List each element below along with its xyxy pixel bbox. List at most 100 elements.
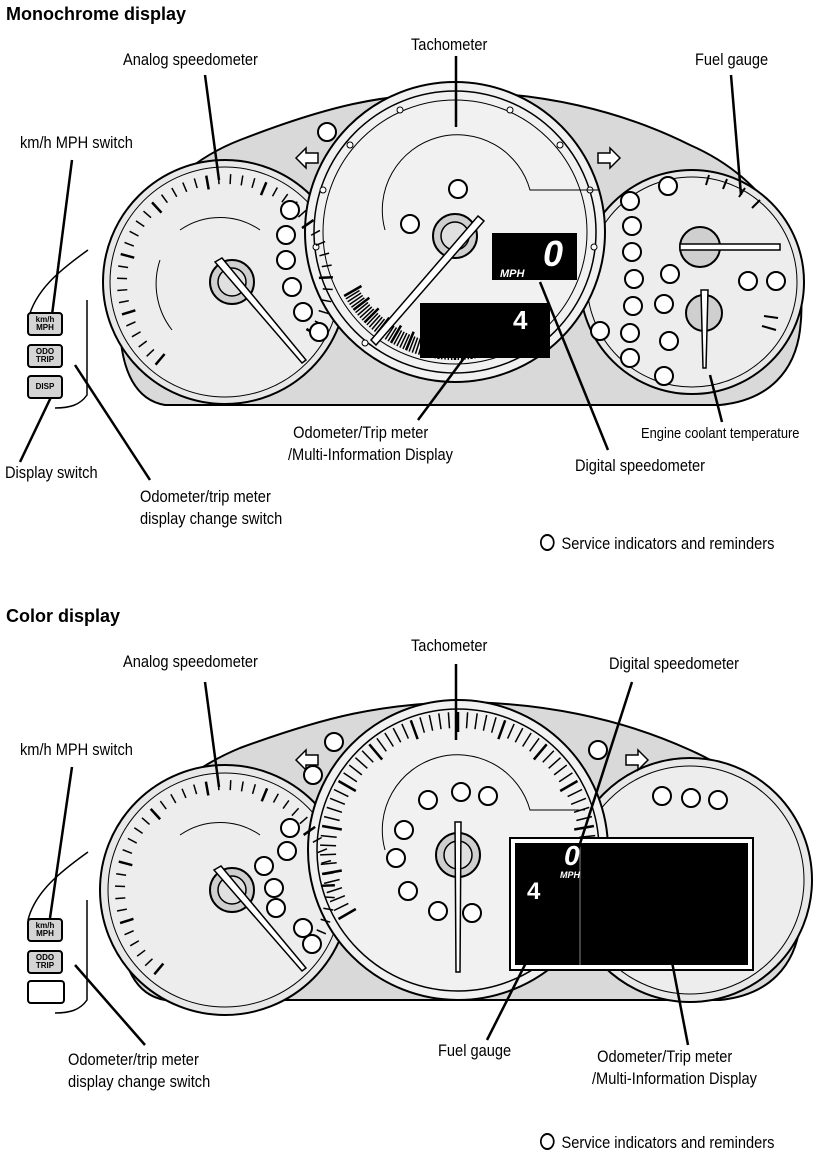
gauge-tick	[310, 229, 321, 236]
service-indicator	[280, 818, 300, 838]
gauge-tick	[497, 719, 507, 740]
odo-trip-switch-button[interactable]: ODO TRIP	[27, 344, 63, 368]
color-kmh-mph-switch-button[interactable]: km/h MPH	[27, 918, 63, 942]
service-indicator	[266, 898, 286, 918]
gauge-tick	[558, 772, 573, 783]
mono-label-display-switch: Display switch	[5, 463, 98, 482]
gauge-tick	[352, 296, 371, 311]
gauge-tick	[414, 338, 422, 354]
gauge-tick	[532, 743, 548, 761]
kmh-mph-switch-button[interactable]: km/h MPH	[27, 312, 63, 336]
service-indicator	[264, 878, 284, 898]
color-speedo-ticks	[115, 780, 335, 976]
service-indicator	[386, 848, 406, 868]
gauge-tick	[428, 714, 434, 731]
service-indicator	[276, 225, 296, 245]
gauge-tick	[354, 757, 368, 769]
color-label-tachometer: Tachometer	[411, 636, 488, 655]
color-blank-switch-button[interactable]	[27, 980, 65, 1004]
gauge-tick	[171, 187, 178, 198]
service-indicator	[302, 934, 322, 954]
gauge-tick	[124, 241, 135, 247]
gauge-tick	[259, 181, 268, 196]
service-indicator	[293, 302, 313, 322]
service-indicator	[623, 296, 643, 316]
gauge-tick	[131, 331, 141, 338]
gauge-tick	[399, 332, 408, 348]
service-indicator	[428, 901, 448, 921]
service-indicator	[588, 740, 608, 760]
gauge-tick	[301, 219, 315, 230]
gauge-tick	[154, 353, 166, 366]
gauge-tick	[323, 907, 334, 911]
indicator-circle-icon	[540, 534, 555, 551]
gauge-tick	[351, 297, 365, 308]
gauge-tick	[355, 301, 369, 314]
service-indicator	[400, 214, 420, 234]
color-label-kmh-switch: km/h MPH switch	[20, 740, 133, 759]
gauge-tick	[368, 743, 384, 761]
gauge-tick	[482, 714, 488, 731]
gauge-tick	[559, 779, 579, 793]
gauge-tick	[133, 827, 144, 834]
gauge-tick	[129, 940, 140, 947]
gauge-tick	[409, 719, 419, 740]
gauge-tick	[408, 336, 416, 352]
display-switch-button[interactable]: DISP	[27, 375, 63, 399]
service-indicator	[282, 277, 302, 297]
gauge-tick	[326, 806, 343, 814]
gauge-tick	[151, 201, 163, 214]
gauge-tick	[141, 817, 151, 825]
gauge-tick	[387, 327, 398, 342]
gauge-tick	[153, 962, 165, 976]
service-indicator	[658, 176, 678, 196]
gauge-tick	[529, 737, 540, 752]
gauge-tick	[542, 750, 555, 763]
gauge-tick	[419, 717, 426, 733]
service-indicator	[654, 294, 674, 314]
gauge-tick	[465, 712, 469, 729]
color-title: Color display	[6, 606, 121, 626]
gauge-tick	[240, 175, 244, 186]
service-indicator	[654, 366, 674, 386]
color-lcd-speed: 0	[564, 840, 580, 871]
gauge-tick	[359, 306, 373, 319]
gauge-tick	[119, 917, 134, 925]
color-odo-trip-switch-button[interactable]: ODO TRIP	[27, 950, 63, 974]
gauge-tick	[318, 309, 329, 315]
service-indicator	[620, 323, 640, 343]
service-indicator	[448, 179, 468, 199]
service-indicator	[659, 331, 679, 351]
service-indicator	[254, 856, 274, 876]
gauge-tick	[129, 230, 139, 237]
gauge-tick	[282, 800, 290, 810]
service-indicator	[462, 903, 482, 923]
gauge-tick	[319, 252, 330, 257]
service-indicator	[624, 269, 644, 289]
service-indicator	[418, 790, 438, 810]
gauge-tick	[135, 220, 145, 228]
gauge-tick	[570, 797, 587, 805]
mono-label-engine-coolant: Engine coolant temperature	[641, 425, 800, 442]
gauge-tick	[149, 808, 162, 821]
gauge-tick	[116, 872, 127, 876]
service-indicator	[303, 765, 323, 785]
gauge-tick	[323, 815, 340, 822]
gauge-tick	[260, 787, 269, 802]
mono-label-kmh-switch: km/h MPH switch	[20, 133, 133, 152]
color-label-odometer: Odometer/Trip meter /Multi-Information D…	[592, 1047, 757, 1088]
gauge-tick	[318, 276, 333, 280]
mono-speedo-ticks	[117, 174, 333, 366]
gauge-tick	[118, 265, 129, 269]
gauge-tick	[373, 318, 386, 332]
gauge-tick	[160, 194, 169, 204]
gauge-tick	[181, 788, 187, 799]
gauge-tick	[506, 723, 515, 739]
gauge-tick	[396, 331, 405, 347]
gauge-tick	[127, 837, 138, 844]
gauge-tick	[348, 764, 363, 776]
gauge-tick	[321, 299, 332, 303]
gauge-tick	[291, 807, 300, 817]
gauge-tick	[567, 788, 583, 798]
gauge-tick	[321, 264, 332, 268]
